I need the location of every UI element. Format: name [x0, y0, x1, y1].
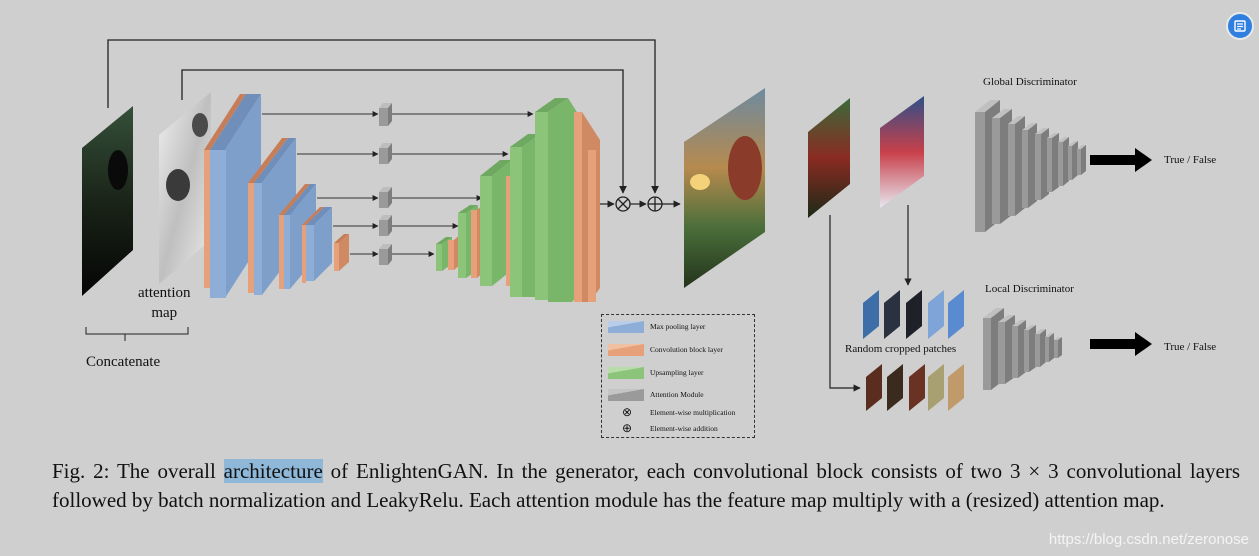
local-output-arrow — [1090, 332, 1152, 356]
global-discriminator-label: Global Discriminator — [983, 76, 1077, 88]
fake-to-local-patches — [829, 215, 861, 392]
legend-label: Convolution block layer — [650, 345, 723, 354]
real-patches — [863, 290, 964, 339]
attention-map-shape — [166, 169, 190, 201]
skip-line-input — [107, 39, 659, 194]
output-image-sun — [690, 174, 710, 190]
legend-label: Attention Module — [650, 390, 704, 399]
legend-label: Upsampling layer — [650, 368, 704, 377]
random-patches-label: Random cropped patches — [845, 343, 957, 355]
local-discriminator-label: Local Discriminator — [985, 283, 1074, 295]
real-image — [880, 96, 924, 208]
legend-swatch-attention — [608, 389, 644, 401]
concatenate-label: Concatenate — [86, 354, 161, 370]
caption-prefix: Fig. 2: The overall — [52, 459, 224, 483]
output-image-balloon — [728, 136, 762, 200]
legend-swatch-conv — [608, 344, 644, 356]
attention-connections — [262, 111, 534, 257]
fake-image — [808, 98, 850, 218]
decoder-blocks — [436, 98, 600, 302]
fake-patches — [866, 364, 964, 411]
encoder-blocks — [204, 94, 349, 298]
watermark: https://blog.csdn.net/zeronose — [1048, 531, 1249, 548]
caption-highlight[interactable]: architecture — [223, 459, 323, 483]
attention-map-label: attention map — [138, 285, 191, 321]
global-true-false-label: True / False — [1164, 154, 1217, 166]
legend-swatch-upsample — [608, 367, 644, 379]
local-true-false-label: True / False — [1164, 341, 1217, 353]
legend-label: Element-wise addition — [650, 424, 718, 433]
figure-caption: Fig. 2: The overall architecture of Enli… — [52, 457, 1240, 515]
global-discriminator — [975, 100, 1086, 232]
concatenate-bracket — [85, 327, 189, 335]
document-icon — [1234, 20, 1246, 32]
input-image-balloon — [108, 150, 128, 190]
floating-action-button[interactable] — [1226, 12, 1254, 40]
caption-text: of EnlightenGAN. In the generator, each … — [52, 459, 1241, 512]
attention-modules — [379, 103, 392, 265]
legend-swatch-maxpool — [608, 321, 644, 333]
multiply-symbol: ⊗ — [622, 405, 633, 419]
input-image — [82, 106, 133, 296]
skip-line-attention — [181, 69, 627, 194]
add-icon — [647, 196, 663, 212]
legend-label: Element-wise multiplication — [650, 408, 736, 417]
local-discriminator — [983, 308, 1062, 390]
architecture-diagram — [82, 39, 1152, 411]
add-symbol: ⊕ — [622, 421, 633, 435]
legend: Max pooling layer Convolution block laye… — [601, 314, 755, 438]
multiply-icon — [615, 196, 631, 212]
legend-label: Max pooling layer — [650, 322, 706, 331]
attention-map-shape-2 — [192, 113, 208, 137]
global-output-arrow — [1090, 148, 1152, 172]
